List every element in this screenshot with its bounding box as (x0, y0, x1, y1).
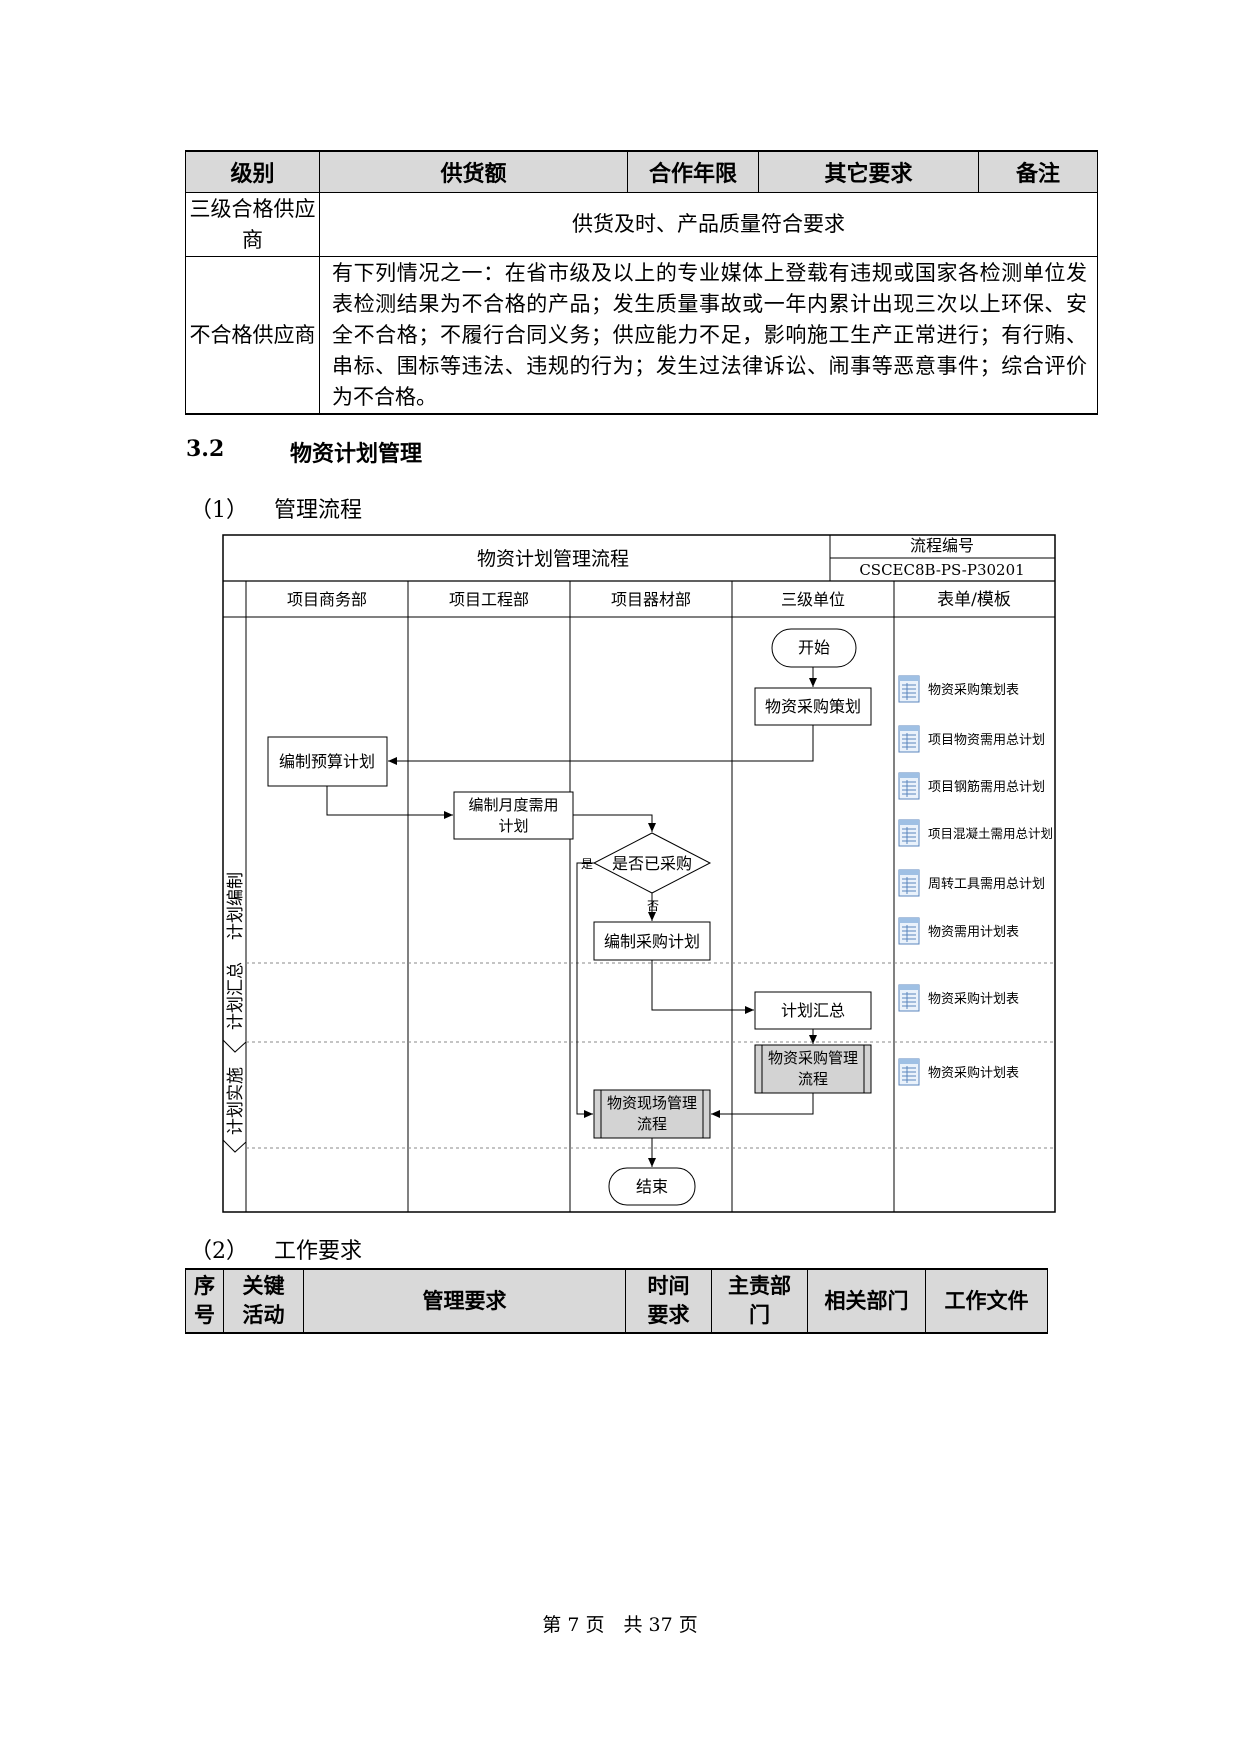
section-number: 3.2 (186, 436, 225, 462)
lane-forms: 表单/模板 (937, 590, 1011, 610)
subsection1-number: （1） (190, 498, 248, 523)
lane-engineering: 项目工程部 (449, 590, 529, 609)
node-end-label: 结束 (636, 1177, 668, 1196)
header-mgmt-requirements: 管理要求 (303, 1268, 626, 1334)
form-label-8: 物资采购计划表 (928, 1065, 1019, 1081)
node-mgmt-flow-label: 物资采购管理流程 (768, 1049, 859, 1088)
header-level: 级别 (185, 150, 320, 193)
node-decision-label: 是否已采购 (612, 854, 692, 873)
flowchart-title: 物资计划管理流程 (477, 548, 629, 570)
form-label-2: 项目物资需用总计划 (928, 733, 1045, 748)
decision-no-label: 否 (647, 899, 659, 913)
flow-code-label: 流程编号 (910, 536, 974, 555)
node-purchase-plan-label: 物资采购策划 (765, 697, 861, 716)
flow-code: CSCEC8B-PS-P30201 (859, 561, 1024, 579)
form-label-3: 项目钢筋需用总计划 (928, 779, 1045, 795)
supplier-level-table: 级别 供货额 合作年限 其它要求 备注 三级合格供应商 供货及时、产品质量符合要… (185, 150, 1098, 415)
form-icon-1 (898, 675, 920, 703)
form-label-5: 周转工具需用总计划 (928, 877, 1045, 892)
form-icon-7 (898, 984, 920, 1012)
form-label-1: 物资采购策划表 (928, 682, 1019, 698)
node-monthly-plan (453, 791, 574, 840)
node-site-flow (593, 1089, 711, 1139)
header-work-documents: 工作文件 (925, 1268, 1048, 1334)
header-related-dept: 相关部门 (807, 1268, 926, 1334)
section-title: 物资计划管理 (290, 441, 423, 467)
form-label-6: 物资需用计划表 (928, 925, 1019, 940)
node-budget-plan-label: 编制预算计划 (279, 752, 375, 771)
header-other-requirements: 其它要求 (758, 150, 979, 193)
header-responsible-dept: 主责部门 (711, 1268, 808, 1334)
lane-third-unit: 三级单位 (781, 590, 845, 609)
node-start (771, 628, 857, 668)
form-icon-4 (898, 819, 920, 847)
header-time-requirements: 时间要求 (625, 1268, 712, 1334)
header-serial: 序号 (185, 1268, 224, 1334)
phase-plan-compile: 计划编制 (226, 872, 246, 940)
row-level-third: 三级合格供应商 (185, 192, 320, 257)
subsection2-title: 工作要求 (274, 1239, 363, 1264)
node-site-flow-label: 物资现场管理流程 (607, 1094, 698, 1133)
node-end (608, 1167, 696, 1206)
lane-business: 项目商务部 (287, 590, 367, 609)
row-text-unqualified: 有下列情况之一：在省市级及以上的专业媒体上登载有违规或国家各检测单位发表检测结果… (319, 256, 1098, 415)
node-purchase-compile-label: 编制采购计划 (604, 932, 700, 951)
node-start-label: 开始 (798, 638, 830, 657)
header-remarks: 备注 (978, 150, 1098, 193)
form-label-7: 物资采购计划表 (928, 991, 1019, 1007)
node-purchase-plan (754, 687, 872, 726)
lane-equipment: 项目器材部 (611, 590, 691, 609)
form-icon-8 (898, 1058, 920, 1086)
form-icon-6 (898, 917, 920, 945)
decision-yes-label: 是 (581, 857, 593, 871)
work-requirements-table: 序号 关键活动 管理要求 时间要求 主责部门 相关部门 工作文件 (185, 1268, 1048, 1334)
page-footer: 第 7 页 共 37 页 (542, 1614, 698, 1636)
subsection2-number: （2） (190, 1239, 248, 1264)
node-purchase-compile (593, 921, 711, 961)
node-summary-label: 计划汇总 (781, 1001, 845, 1020)
subsection1-title: 管理流程 (274, 498, 363, 523)
phase-plan-implement: 计划实施 (226, 1067, 246, 1135)
node-monthly-plan-label: 编制月度需用计划 (468, 795, 559, 835)
header-supply-amount: 供货额 (319, 150, 628, 193)
form-icon-5 (898, 869, 920, 897)
form-icon-2 (898, 725, 920, 753)
form-label-4: 项目混凝土需用总计划 (928, 826, 1053, 841)
form-icon-3 (898, 772, 920, 800)
row-level-unqualified: 不合格供应商 (185, 256, 320, 415)
header-key-activity: 关键活动 (223, 1268, 304, 1334)
phase-plan-summary: 计划汇总 (226, 962, 246, 1030)
row-text-third: 供货及时、产品质量符合要求 (319, 192, 1098, 257)
